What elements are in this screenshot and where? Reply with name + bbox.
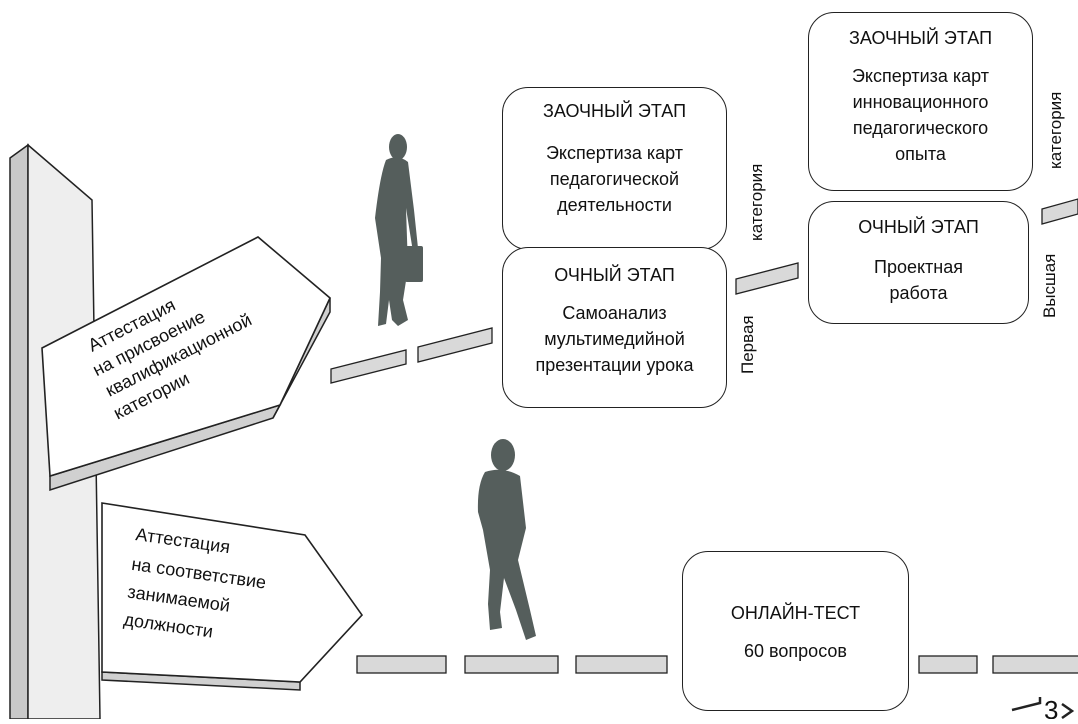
stage-title: ОЧНЫЙ ЭТАП [858, 217, 979, 237]
woman-silhouette-icon [375, 134, 423, 326]
step [735, 262, 799, 295]
step [918, 655, 978, 674]
stage-line: Проектная [874, 257, 963, 277]
step [417, 327, 493, 363]
step [356, 655, 447, 674]
stage-line: педагогической [549, 169, 680, 189]
step [330, 349, 407, 384]
stage-box-online-test: ОНЛАЙН-ТЕСТ 60 вопросов [682, 551, 909, 711]
stage-line: инновационного [852, 92, 989, 112]
step [575, 655, 668, 674]
stage-line: Экспертиза карт [851, 66, 990, 86]
qualification-sign: Аттестация на присвоение квалификационно… [41, 236, 331, 492]
stage-box-highest-fulltime: ОЧНЫЙ ЭТАП Проектная работа [808, 201, 1029, 324]
step [992, 655, 1078, 674]
step [1041, 198, 1078, 225]
stage-box-highest-correspondence: ЗАОЧНЫЙ ЭТАП Экспертиза карт инновационн… [808, 12, 1033, 191]
stage-line: 60 вопросов [744, 641, 847, 661]
stage-title: ЗАОЧНЫЙ ЭТАП [848, 28, 993, 48]
stage-line: презентации урока [535, 355, 694, 375]
stage-box-first-fulltime: ОЧНЫЙ ЭТАП Самоанализ мультимедийной пре… [502, 247, 727, 408]
page-number-corner: 3 [1011, 695, 1075, 724]
page-number: 3 [1044, 695, 1058, 719]
stage-title: ОЧНЫЙ ЭТАП [554, 265, 675, 285]
stage-title: ОНЛАЙН-ТЕСТ [730, 603, 861, 623]
position-sign: Аттестация на соответствие занимаемой до… [101, 502, 364, 691]
stage-line: деятельности [557, 195, 672, 215]
path-steps [330, 198, 1078, 674]
first-category-label: категория [747, 163, 766, 241]
stage-box-first-correspondence: ЗАОЧНЫЙ ЭТАП Экспертиза карт педагогичес… [502, 87, 727, 250]
stage-line: мультимедийной [544, 329, 685, 349]
stage-line: опыта [895, 144, 946, 164]
stage-line: педагогического [852, 118, 989, 138]
stage-title: ЗАОЧНЫЙ ЭТАП [542, 101, 687, 121]
step [464, 655, 559, 674]
stage-line: работа [889, 283, 948, 303]
first-category-word: Первая [738, 315, 757, 374]
man-silhouette-icon [477, 439, 536, 640]
stage-line: Экспертиза карт [545, 143, 684, 163]
highest-category-label: категория [1046, 91, 1065, 169]
stage-line: Самоанализ [562, 303, 667, 323]
highest-category-word: Высшая [1040, 253, 1059, 318]
